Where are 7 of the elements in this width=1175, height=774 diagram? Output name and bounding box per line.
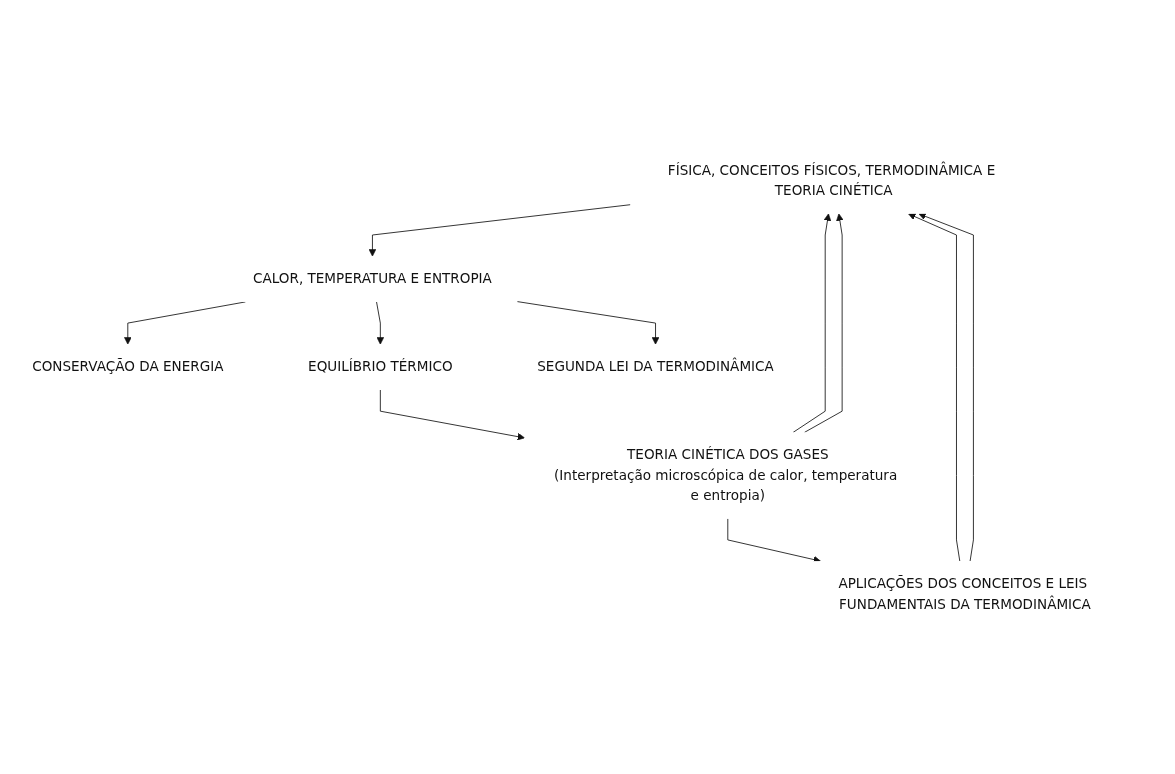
node-text: TEORIA CINÉTICA DOS GASES (Interpretação microscópica de calor, temperatura e entropia): [554, 446, 898, 504]
node-text: FÍSICA, CONCEITOS FÍSICOS, TERMODINÂMICA E TEORIA CINÉTICA: [667, 161, 996, 199]
node-text: CONSERVAÇÃO DA ENERGIA: [32, 358, 224, 375]
node-text: SEGUNDA LEI DA TERMODINÂMICA: [537, 358, 774, 375]
node-text: CALOR, TEMPERATURA E ENTROPIA: [253, 270, 492, 287]
node-text: EQUILÍBRIO TÉRMICO: [308, 358, 453, 375]
node-text: APLICAÇÕES DOS CONCEITOS E LEIS FUNDAMENTAIS DA TERMODINÂMICA: [838, 575, 1091, 612]
